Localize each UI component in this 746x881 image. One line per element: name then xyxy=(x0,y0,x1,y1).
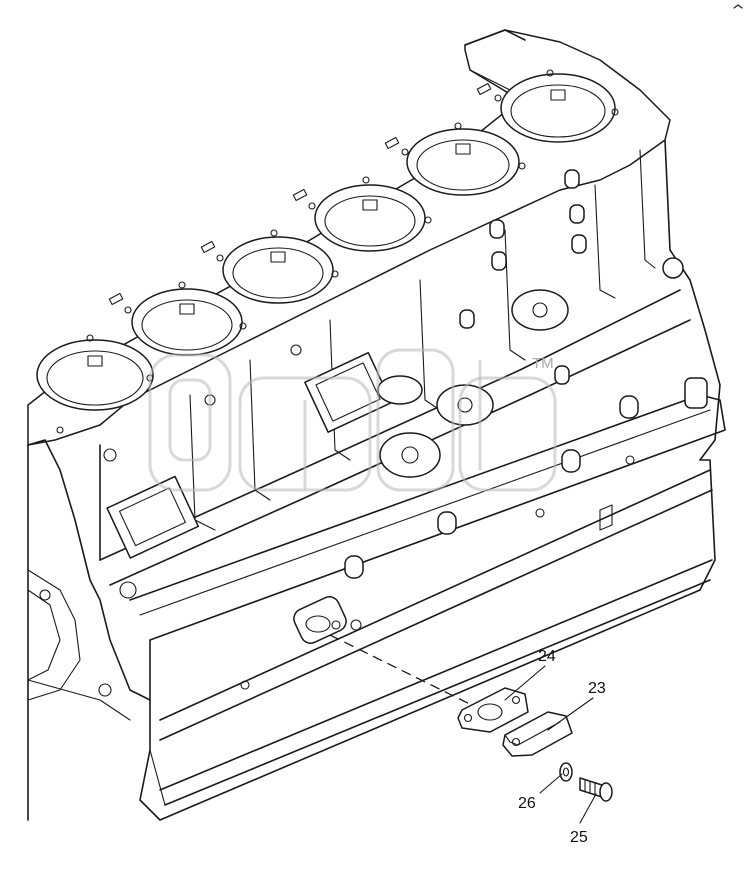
cylinder-bore-6 xyxy=(500,73,616,143)
callout-24: 24 xyxy=(538,648,556,665)
assembly-centerline xyxy=(329,634,491,715)
oil-port-boss xyxy=(293,596,362,644)
cylinder-bore-4 xyxy=(314,184,426,252)
callout-23: 23 xyxy=(588,680,606,697)
block-top-deck xyxy=(27,29,671,821)
cover-plate-23 xyxy=(502,711,573,757)
corner-mark xyxy=(733,4,743,9)
exploded-parts xyxy=(329,634,613,802)
cylinder-bores xyxy=(36,73,616,411)
cylinder-bore-2 xyxy=(131,288,243,356)
callout-labels: 24 23 26 25 xyxy=(518,648,606,846)
block-rear-face xyxy=(27,439,200,721)
washer-26 xyxy=(559,762,573,782)
block-side-wall xyxy=(99,139,726,821)
watermark-logo: TM xyxy=(148,348,557,492)
cylinder-bore-3 xyxy=(222,236,334,304)
callout-leaders xyxy=(504,665,597,824)
bolt-25 xyxy=(579,777,613,802)
cylinder-bore-1 xyxy=(36,339,154,411)
cylinder-bore-5 xyxy=(406,128,520,196)
gasket-24 xyxy=(457,687,529,733)
callout-26: 26 xyxy=(518,795,536,812)
watermark-tm: TM xyxy=(532,355,554,372)
callout-25: 25 xyxy=(570,829,588,846)
